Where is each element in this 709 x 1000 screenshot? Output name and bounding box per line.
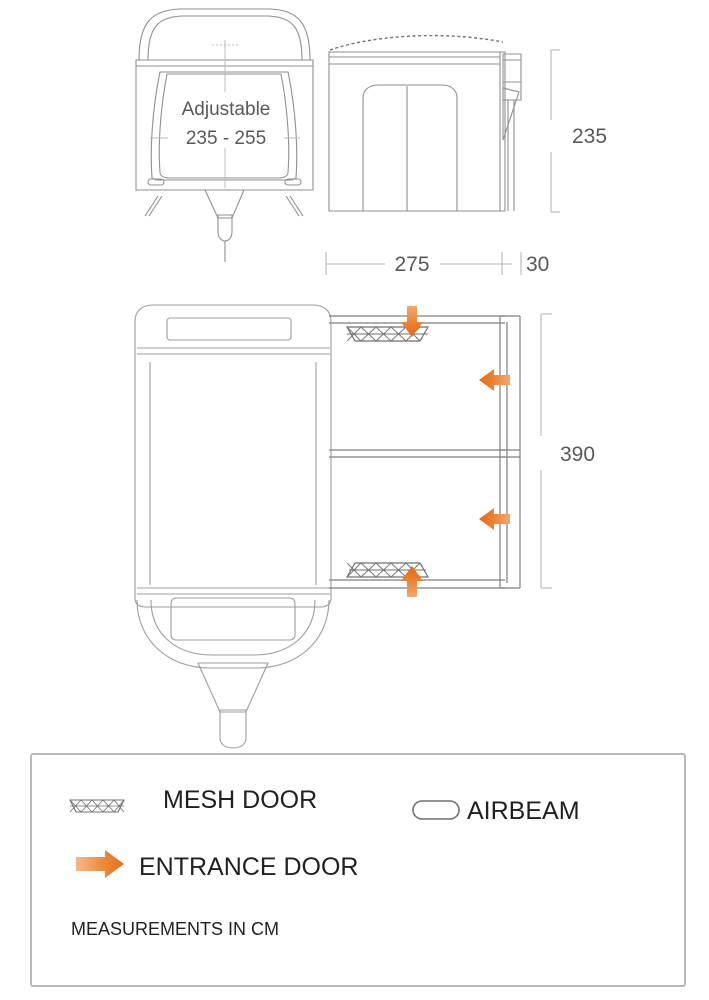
front-vent-left: [147, 178, 165, 186]
entrance-door-arrow-icon-right-upper: [479, 369, 510, 391]
front-roof-outline: [138, 8, 311, 61]
entrance-door-arrow-icon-right-lower: [479, 508, 510, 530]
plan-nose-outline: [136, 599, 330, 669]
arrow-up-bottom: [401, 566, 423, 597]
dimension-390: [540, 313, 552, 589]
legend-mesh-pattern: [69, 799, 125, 813]
front-vent-right: [284, 178, 302, 186]
side-flap-taper: [502, 87, 520, 141]
side-body-outline: [328, 51, 506, 212]
legend-entrance-door-arrow-icon: [76, 850, 124, 878]
front-roof-inner: [147, 15, 303, 61]
front-leg-left-2: [148, 195, 163, 217]
arrow-down-top: [401, 306, 423, 337]
front-leg-right-2: [285, 195, 300, 217]
arrow-left-lower: [479, 508, 510, 530]
side-door-outline: [362, 84, 458, 211]
legend-footnote: MEASUREMENTS IN CM: [71, 919, 279, 939]
entrance-door-arrow-icon-bottom: [401, 566, 423, 597]
legend-airbeam-label: AIRBEAM: [467, 797, 580, 825]
dimension-30-label: 30: [526, 253, 549, 276]
dimension-235-label: 235: [572, 125, 607, 148]
front-canopy-panel: [150, 71, 298, 181]
plan-rooflight: [166, 317, 292, 341]
legend-mesh-door-label: MESH DOOR: [163, 786, 317, 814]
legend-item-entrance-door: ENTRANCE DOOR: [76, 850, 358, 881]
legend-mesh-door-icon: [69, 799, 125, 813]
front-body-outline: [135, 59, 314, 191]
adjustable-label-backing: [168, 92, 284, 148]
plan-view-vehicle: [134, 304, 332, 749]
plan-nose-inner: [150, 599, 316, 656]
plan-body-outline: [134, 304, 332, 608]
side-elevation-view: [328, 34, 522, 212]
front-canopy-inner: [158, 73, 290, 179]
front-leg-left: [144, 195, 159, 217]
entrance-door-arrow-icon-top: [401, 306, 423, 337]
legend-box: [30, 753, 686, 987]
front-leg-right: [289, 195, 304, 217]
arrow-left-upper: [479, 369, 510, 391]
plan-hitch-coupling: [219, 709, 247, 749]
front-elevation-view: [135, 8, 314, 262]
legend-item-airbeam: AIRBEAM: [412, 797, 580, 825]
adjustable-label-line2: 235 - 255: [186, 128, 266, 149]
side-flap-upper: [502, 53, 522, 101]
plan-front-window: [170, 597, 296, 641]
legend-entrance-door-label: ENTRANCE DOOR: [139, 853, 358, 881]
legend-item-mesh-door: MESH DOOR: [69, 786, 317, 814]
adjustable-label-line1: Adjustable: [182, 99, 271, 120]
dimension-235: [550, 49, 560, 213]
legend-airbeam-icon: [412, 800, 460, 820]
dimension-275-30: [325, 252, 522, 275]
dimension-390-label: 390: [560, 443, 595, 466]
dimension-275-label: 275: [394, 253, 429, 276]
adjustable-dimension: Adjustable 235 - 255: [150, 40, 300, 188]
side-roof-dashed: [329, 34, 504, 51]
